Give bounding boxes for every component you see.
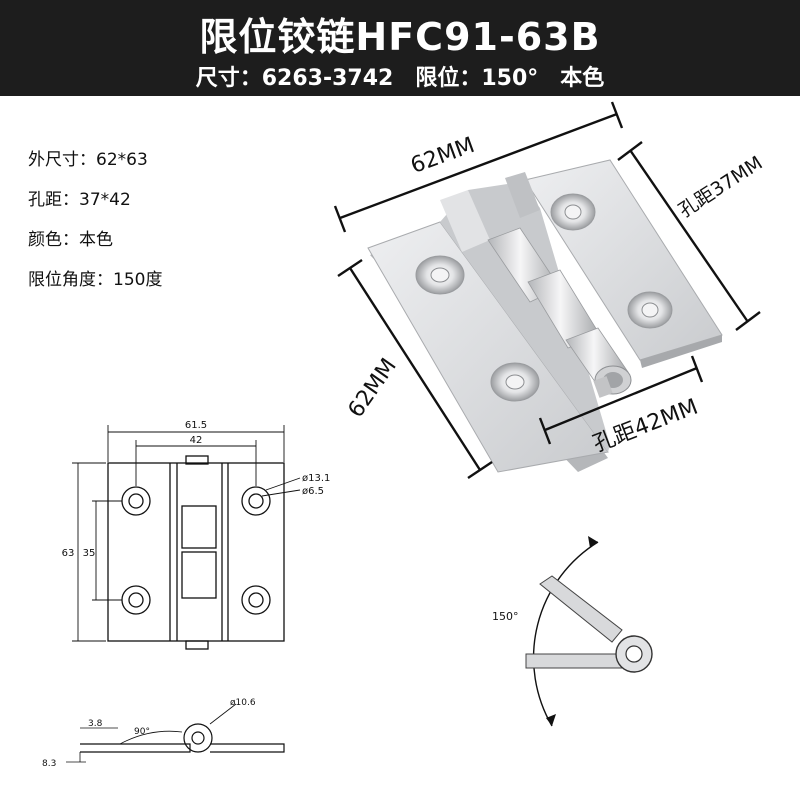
spec-value: 150度 [113, 270, 163, 290]
side-angle: 90° [134, 727, 150, 737]
side-knuckle-dia: ø10.6 [230, 698, 256, 708]
product-subtitle: 尺寸：6263-3742 限位：150° 本色 [195, 66, 605, 91]
spec-label: 限位角度： [28, 270, 113, 290]
spec-label: 颜色： [28, 230, 79, 250]
spec-label: 外尺寸： [28, 150, 96, 170]
dim-width-total: 61.5 [185, 420, 207, 431]
header-banner: 限位铰链HFC91-63B 尺寸：6263-3742 限位：150° 本色 [0, 0, 800, 96]
product-title: 限位铰链HFC91-63B [199, 15, 601, 59]
hinge-knuckles [487, 227, 632, 398]
spec-value: 37*42 [79, 190, 131, 210]
spec-row: 限位角度：150度 [28, 268, 162, 308]
spec-row: 外尺寸：62*63 [28, 148, 162, 188]
front-drawing [72, 425, 301, 650]
rotation-angle: 150° [492, 610, 519, 623]
spec-label: 孔距： [28, 190, 79, 210]
rotation-drawing [525, 536, 653, 727]
side-thickness: 3.8 [88, 719, 103, 729]
dim-label-left: 62MM [344, 354, 402, 422]
spec-list: 外尺寸：62*63 孔距：37*42 颜色：本色 限位角度：150度 [28, 148, 162, 308]
dim-hole-spacing-x: 42 [190, 435, 203, 446]
hinge-photo: 62MM 孔距37MM 62MM 孔距42MM [333, 101, 767, 479]
countersunk-holes [415, 193, 673, 402]
dim-label-top: 62MM [408, 133, 479, 179]
spec-value: 本色 [79, 230, 113, 250]
spec-value: 62*63 [96, 150, 148, 170]
photo-dimension-lines [333, 101, 761, 479]
dim-inner-dia: ø6.5 [302, 486, 324, 497]
side-height: 8.3 [42, 759, 56, 769]
dim-label-right: 孔距37MM [675, 152, 767, 222]
side-view-drawing [66, 703, 285, 763]
spec-row: 颜色：本色 [28, 228, 162, 268]
dim-height-total: 63 [62, 548, 75, 559]
dim-outer-dia: ø13.1 [302, 473, 330, 484]
spec-row: 孔距：37*42 [28, 188, 162, 228]
dim-hole-spacing-y: 35 [83, 548, 96, 559]
